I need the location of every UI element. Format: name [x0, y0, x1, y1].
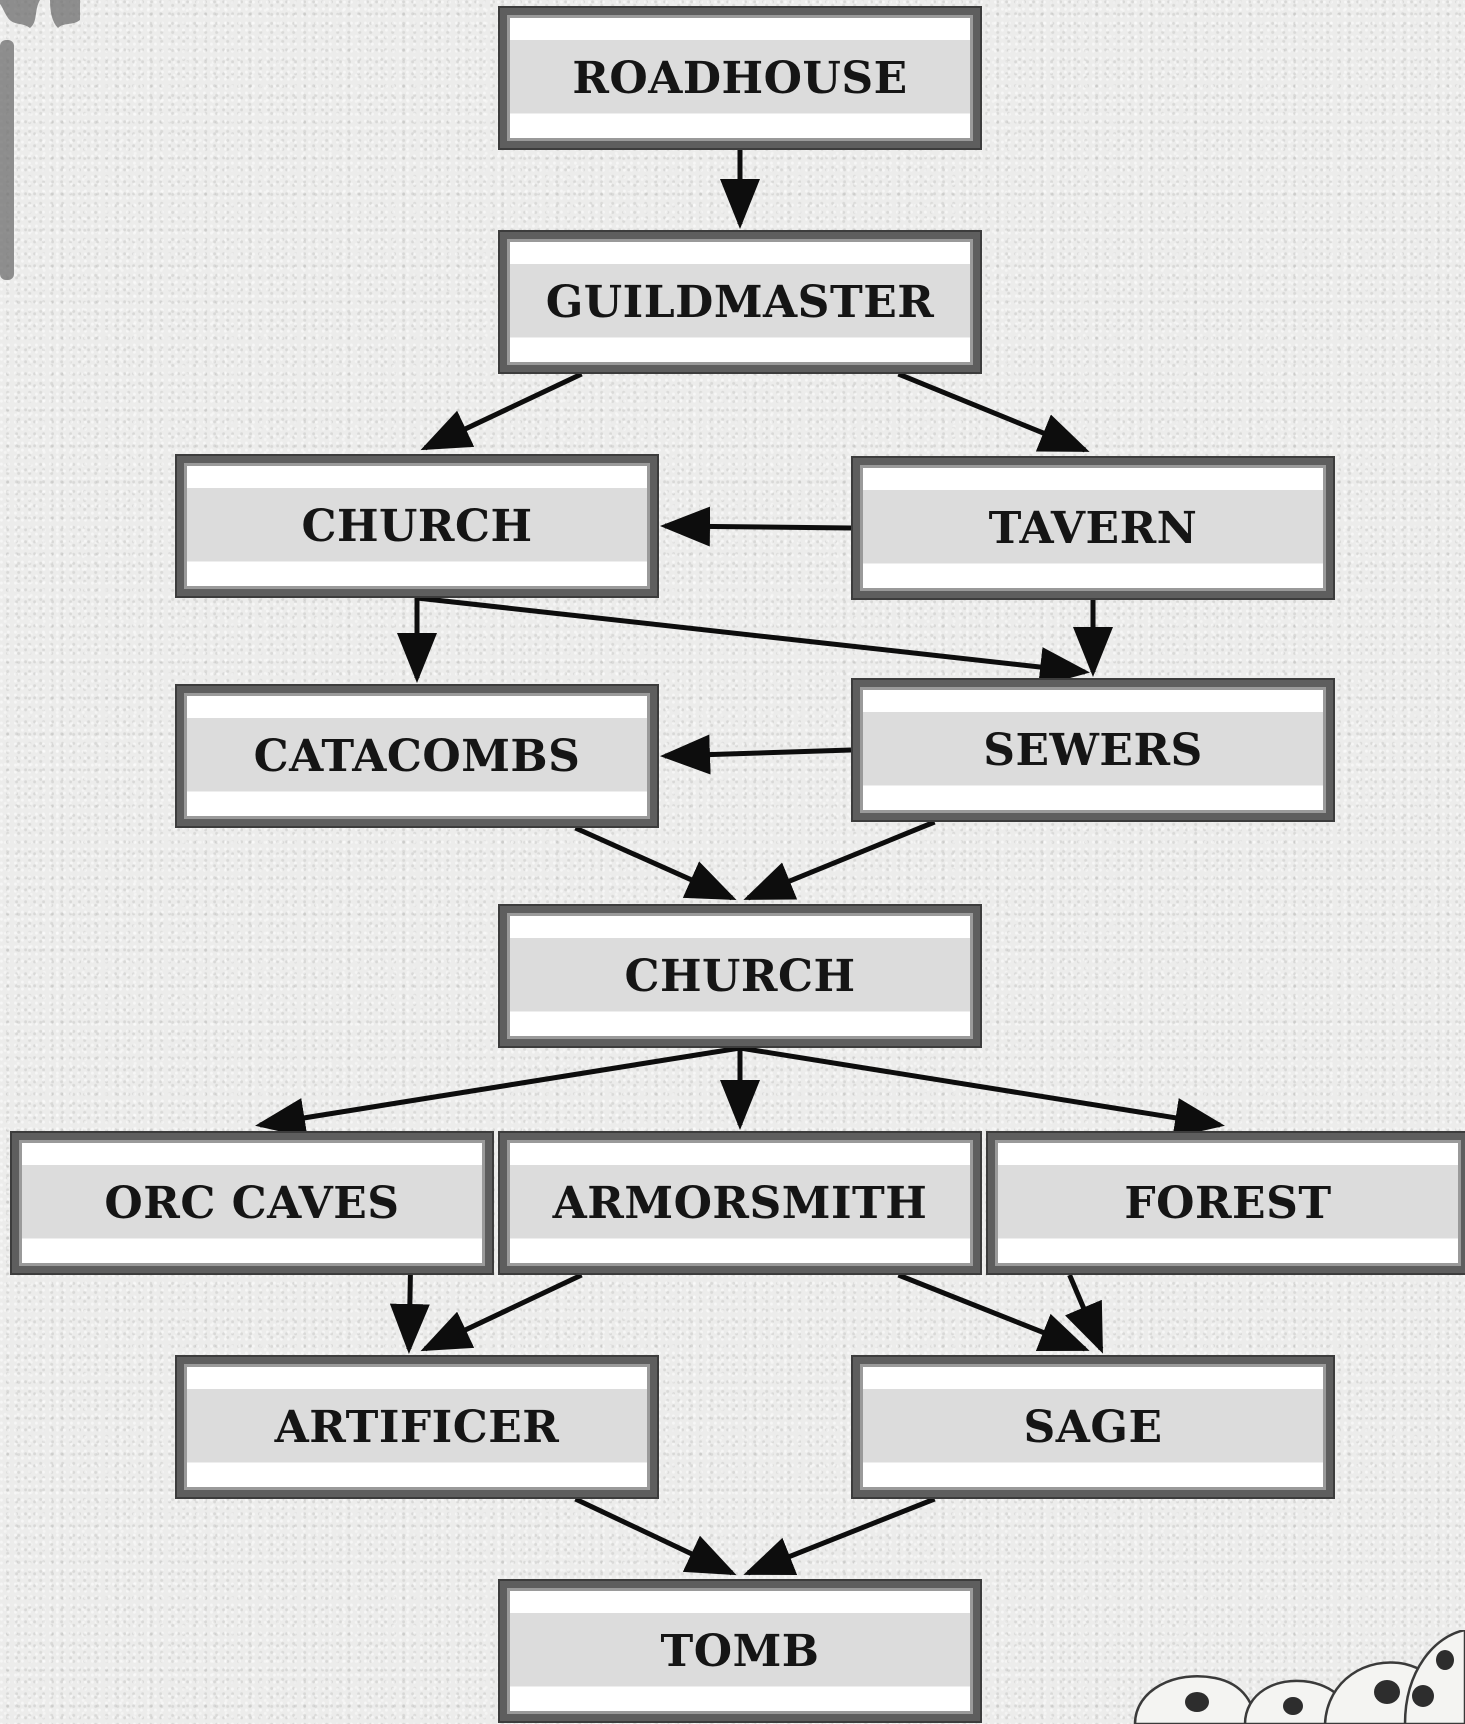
node-label: SEWERS — [983, 724, 1203, 776]
arrow-armorsmith-to-sage — [897, 1272, 1090, 1352]
arrow-orc-caves-to-artificer — [389, 1274, 430, 1354]
node-label: ROADHOUSE — [572, 52, 908, 104]
arrow-armorsmith-to-artificer — [420, 1272, 583, 1352]
arrow-sewers-to-catacombs — [660, 734, 852, 775]
edge-layer — [255, 150, 1225, 1576]
node-label: ARMORSMITH — [552, 1177, 928, 1229]
node-label: FOREST — [1124, 1177, 1332, 1229]
corner-ornament-top-left — [0, 0, 80, 280]
node-label: TOMB — [660, 1625, 820, 1677]
node-label: SAGE — [1023, 1401, 1163, 1453]
node-church-1: CHURCH — [177, 456, 657, 596]
node-label: CHURCH — [301, 500, 533, 552]
arrow-guildmaster-to-church-1 — [420, 371, 583, 451]
node-roadhouse: ROADHOUSE — [500, 8, 980, 148]
node-sewers: SEWERS — [853, 680, 1333, 820]
arrow-church-2-to-orc-caves — [255, 1045, 741, 1138]
arrow-sage-to-tomb — [743, 1496, 936, 1576]
skull-pile-ornament — [1133, 1630, 1465, 1724]
arrow-forest-to-sage — [1065, 1274, 1104, 1354]
node-artificer: ARTIFICER — [177, 1357, 657, 1497]
node-armorsmith: ARMORSMITH — [500, 1133, 980, 1273]
arrow-catacombs-to-church-2 — [574, 825, 737, 901]
arrow-artificer-to-tomb — [574, 1496, 737, 1576]
node-church-2: CHURCH — [500, 906, 980, 1046]
arrow-guildmaster-to-tavern — [897, 371, 1090, 453]
node-label: GUILDMASTER — [545, 276, 935, 328]
node-orc-caves: ORC CAVES — [12, 1133, 492, 1273]
node-tomb: TOMB — [500, 1581, 980, 1721]
node-label: CATACOMBS — [253, 730, 581, 782]
node-sage: SAGE — [853, 1357, 1333, 1497]
node-tavern: TAVERN — [853, 458, 1333, 598]
arrow-tavern-to-church-1 — [660, 506, 852, 547]
node-catacombs: CATACOMBS — [177, 686, 657, 826]
node-label: ORC CAVES — [104, 1177, 400, 1229]
node-label: CHURCH — [624, 950, 856, 1002]
node-forest: FOREST — [988, 1133, 1465, 1273]
node-label: ARTIFICER — [274, 1401, 560, 1453]
arrow-church-1-to-sewers — [416, 595, 1090, 687]
node-guildmaster: GUILDMASTER — [500, 232, 980, 372]
arrow-church-2-to-forest — [739, 1045, 1225, 1138]
node-label: TAVERN — [988, 502, 1198, 554]
arrow-sewers-to-church-2 — [743, 819, 936, 901]
